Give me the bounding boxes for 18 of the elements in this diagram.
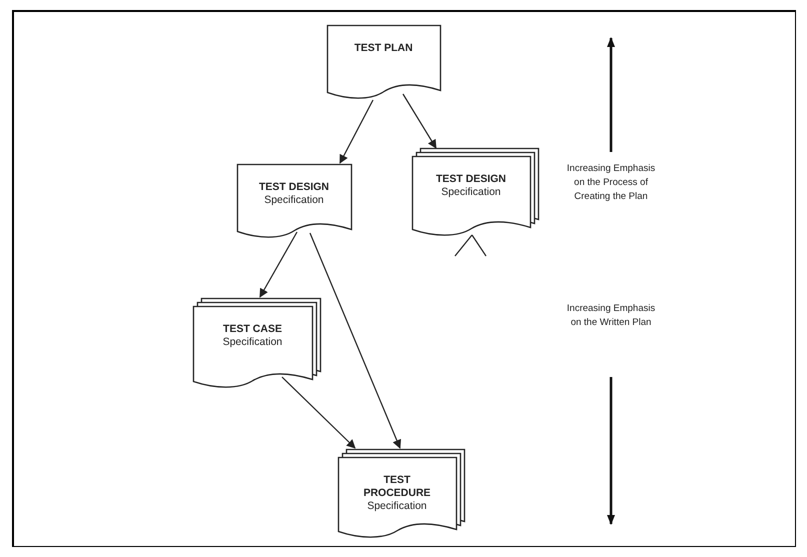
axis-note: Increasing Emphasis on the Process of Creating the Plan [566,162,656,204]
arrow [259,232,298,298]
arrow [402,94,437,149]
axis-note: Increasing Emphasis on the Written Plan [566,302,656,330]
arrow [339,100,374,164]
connector-line [454,234,472,256]
document-subtitle: Specification [441,186,501,199]
connector-line [472,234,486,256]
document-subtitle: Specification [367,500,427,513]
document-subtitle: Specification [264,194,324,207]
document-subtitle: Specification [222,336,282,349]
arrow [309,232,402,449]
document-title: TEST DESIGN [436,173,506,186]
document-title: TEST PROCEDURE [362,474,432,500]
document-title: TEST PLAN [354,42,413,55]
document-title: TEST CASE [223,323,282,336]
arrow [282,376,356,449]
document-title: TEST DESIGN [258,181,329,194]
